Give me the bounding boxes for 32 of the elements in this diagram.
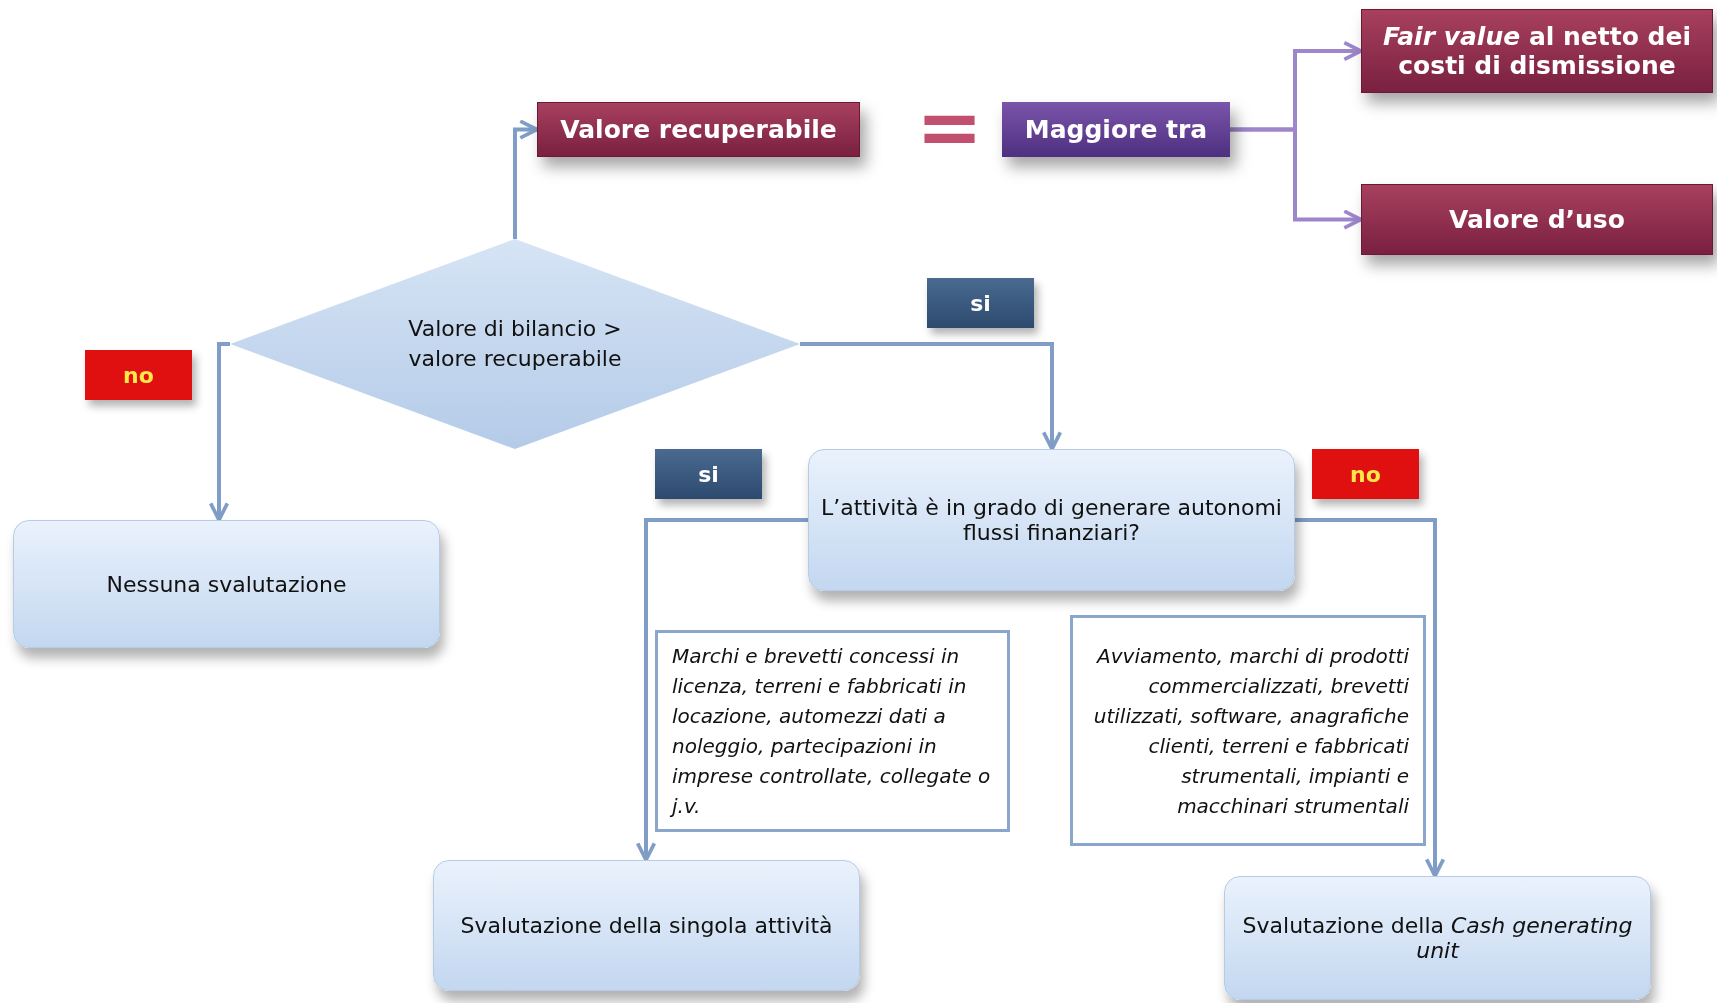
edge-label: si bbox=[655, 449, 762, 499]
node-text: Fair value al netto dei costi di dismissione bbox=[1382, 22, 1692, 80]
node-text: Svalutazione della Cash generating unit bbox=[1241, 913, 1634, 963]
equals-sign: = bbox=[916, 88, 984, 168]
result-box bbox=[1361, 184, 1713, 255]
arrow bbox=[1230, 127, 1363, 230]
node-text: Valore di bilancio > valore recuperabile bbox=[407, 315, 623, 373]
node-text: Marchi e brevetti concessi in licenza, terreni e fabbricati in locazione, automezzi dati a noleggio, partecipazioni in imprese controllate, collegate o j.v. bbox=[672, 643, 992, 820]
result-box bbox=[1361, 9, 1713, 93]
node-text: Avviamento, marchi di prodotti commercializzati, brevetti utilizzati, software, anagrafiche clienti, terreni e fabbricati strumentali, impianti e macchinari strumentali bbox=[1092, 642, 1409, 820]
arrow bbox=[208, 342, 230, 522]
arrow bbox=[800, 342, 1063, 451]
node-text: Svalutazione della singola attività bbox=[460, 913, 833, 938]
edge-label: si bbox=[927, 278, 1034, 328]
node-text: Valore d’uso bbox=[1449, 205, 1625, 234]
arrow bbox=[635, 518, 808, 862]
note-box bbox=[1070, 615, 1426, 846]
process-box bbox=[808, 449, 1295, 591]
note-box bbox=[655, 630, 1010, 832]
node-text: Nessuna svalutazione bbox=[106, 571, 347, 597]
edge-label: no bbox=[85, 350, 192, 400]
arrow bbox=[1295, 518, 1446, 878]
process-box bbox=[13, 520, 440, 648]
process-box bbox=[1224, 876, 1651, 1000]
process-box bbox=[433, 860, 860, 991]
node-text: L’attività è in grado di generare autonomi flussi finanziari? bbox=[820, 495, 1283, 545]
node-text: Maggiore tra bbox=[1024, 115, 1208, 144]
node-text: Valore recuperabile bbox=[560, 115, 837, 144]
edge-label: no bbox=[1312, 449, 1419, 499]
arrow bbox=[513, 119, 539, 239]
result-box bbox=[537, 102, 860, 157]
choice-box bbox=[1002, 102, 1230, 157]
